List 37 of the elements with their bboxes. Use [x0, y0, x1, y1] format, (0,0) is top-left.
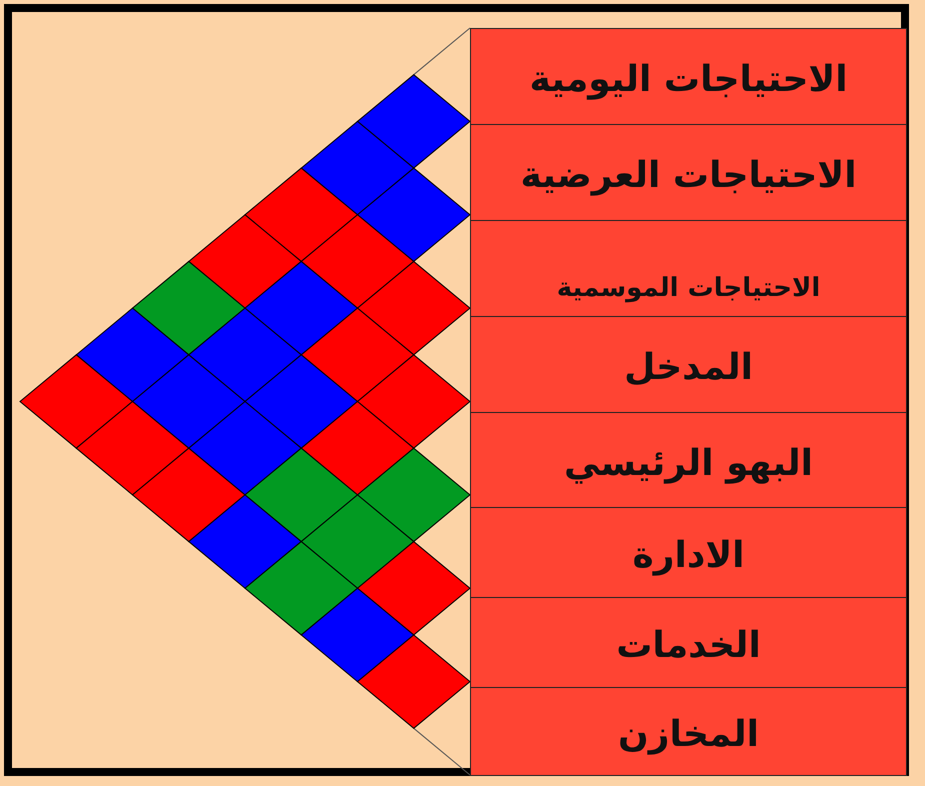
relation-diamond: [188, 214, 302, 309]
relation-diamond: [132, 354, 246, 449]
relation-diamond: [188, 307, 302, 402]
relation-diamond: [244, 540, 358, 636]
relation-diamond: [356, 167, 471, 262]
space-label-box: الخدمات: [470, 597, 907, 688]
space-label-box: الادارة: [470, 507, 907, 598]
relation-diamond: [244, 448, 358, 542]
relation-diamond: [356, 74, 471, 169]
relation-diamond: [356, 354, 471, 449]
relation-diamond: [188, 494, 302, 589]
relation-diamond: [132, 260, 246, 356]
relation-diamond: [356, 634, 471, 729]
relation-diamond: [132, 448, 246, 542]
relation-diamond: [188, 400, 302, 496]
relation-diamond: [300, 120, 415, 216]
space-label-box: الاحتياجات الموسمية: [470, 220, 907, 317]
space-label-box: المخازن: [470, 687, 907, 776]
relation-diamond: [356, 448, 471, 542]
relation-diamond: [244, 354, 358, 449]
relation-diamond: [244, 260, 358, 356]
space-label-box: البهو الرئيسي: [470, 412, 907, 508]
relation-diamond: [19, 354, 134, 449]
relation-diamond: [356, 540, 471, 636]
relation-diamond: [75, 307, 190, 402]
relation-diamond: [244, 167, 358, 262]
relation-diamond: [356, 260, 471, 356]
relation-diamond: [300, 214, 415, 309]
relation-diamond: [300, 588, 415, 682]
space-label-box: الاحتياجات اليومية: [470, 28, 907, 125]
space-label-box: الاحتياجات العرضية: [470, 124, 907, 221]
connector-line: [413, 28, 470, 76]
space-label-box: المدخل: [470, 316, 907, 413]
relation-diamond: [300, 400, 415, 496]
relation-diamond: [300, 307, 415, 402]
relation-diamond: [75, 400, 190, 496]
relation-diamond: [300, 494, 415, 589]
